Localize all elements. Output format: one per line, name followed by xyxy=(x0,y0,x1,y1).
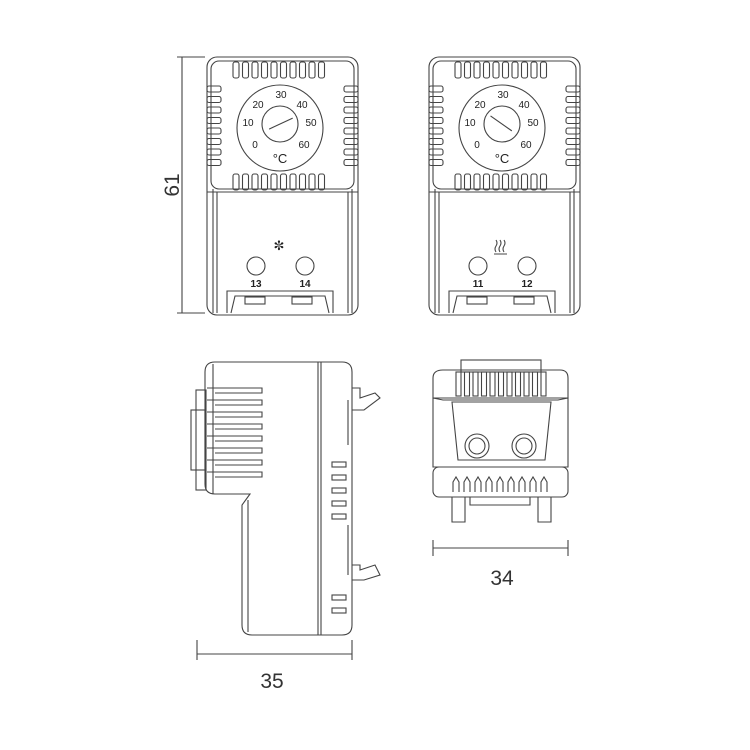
housing-outline xyxy=(428,56,581,316)
scale-label: 50 xyxy=(305,118,317,129)
terminal-label: 11 xyxy=(473,279,484,290)
dial-knob[interactable] xyxy=(261,105,299,143)
scale-label: 50 xyxy=(527,118,539,129)
dial-knob[interactable] xyxy=(483,105,521,143)
scale-label: 30 xyxy=(497,90,509,101)
terminal-hole xyxy=(295,256,315,276)
dial[interactable] xyxy=(236,84,324,172)
depth-dimension: 35 xyxy=(196,640,353,693)
din-clip xyxy=(226,290,334,314)
front-view-fan: 0 10 20 30 40 50 60 °C ✼ 13 14 xyxy=(206,56,359,316)
scale-label: 20 xyxy=(474,100,486,111)
scale-label: 60 xyxy=(520,140,532,151)
dial[interactable] xyxy=(458,84,546,172)
scale-label: 10 xyxy=(464,118,476,129)
dial-pointer-arrow-icon xyxy=(490,115,513,132)
scale-label: 10 xyxy=(242,118,254,129)
scale-label: 0 xyxy=(474,140,480,151)
scale-label: 40 xyxy=(518,100,530,111)
depth-label: 35 xyxy=(260,670,283,693)
terminal-hole xyxy=(246,256,266,276)
fan-icon: ✼ xyxy=(274,238,285,253)
terminal-hole xyxy=(517,256,537,276)
terminal-label: 13 xyxy=(250,279,262,290)
unit-label: °C xyxy=(495,151,510,166)
terminal-label: 12 xyxy=(521,279,533,290)
terminal-hole xyxy=(468,256,488,276)
width-label: 34 xyxy=(490,567,514,590)
height-label: 61 xyxy=(161,173,184,196)
height-dimension: 61 xyxy=(161,56,205,314)
dial-pointer-arrow-icon xyxy=(268,117,293,130)
scale-label: 20 xyxy=(252,100,264,111)
width-dimension: 34 xyxy=(432,540,569,590)
terminal-label: 14 xyxy=(299,279,311,290)
scale-label: 30 xyxy=(275,90,287,101)
heater-icon xyxy=(494,239,507,255)
scale-label: 40 xyxy=(296,100,308,111)
bottom-view xyxy=(432,359,569,523)
scale-label: 60 xyxy=(298,140,310,151)
side-view xyxy=(190,361,381,636)
scale-label: 0 xyxy=(252,140,258,151)
unit-label: °C xyxy=(273,151,288,166)
front-view-heater: 0 10 20 30 40 50 60 °C 11 12 xyxy=(428,56,581,316)
housing-outline xyxy=(206,56,359,316)
din-clip xyxy=(448,290,556,314)
